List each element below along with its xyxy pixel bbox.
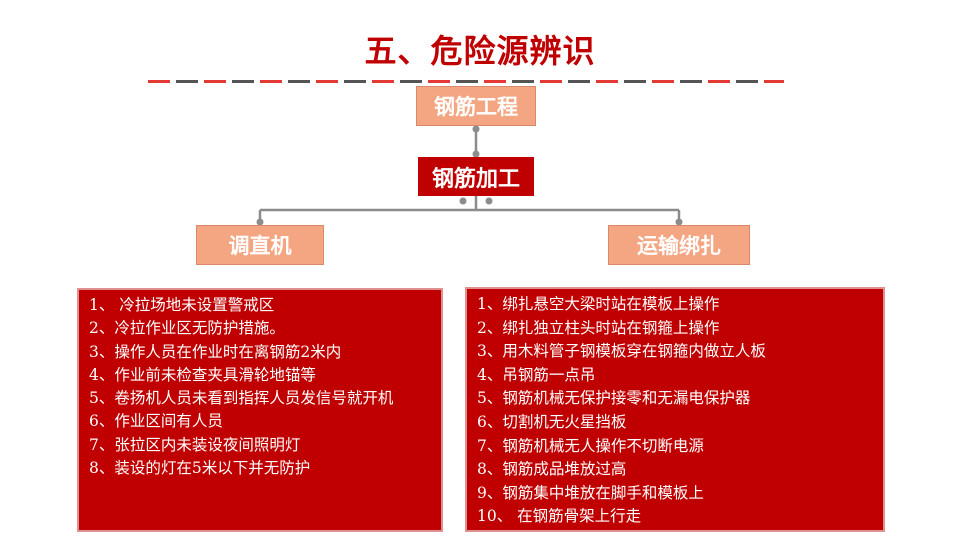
hazard-item: 7、钢筋机械无人操作不切断电源 (477, 436, 704, 455)
hazard-item: 3、用木料管子钢模板穿在钢箍内做立人板 (477, 342, 766, 361)
hazard-item: 5、钢筋机械无保护接零和无漏电保护器 (477, 389, 751, 408)
hazard-item: 6、作业区间有人员 (89, 412, 223, 431)
hazard-item: 7、张拉区内未装设夜间照明灯 (89, 435, 301, 454)
node-transport-binding: 运输绑扎 (608, 225, 750, 265)
hazard-item: 4、吊钢筋一点吊 (477, 365, 596, 384)
hazard-item: 5、卷扬机人员未看到指挥人员发信号就开机 (89, 389, 394, 408)
hazard-item: 8、钢筋成品堆放过高 (477, 460, 627, 479)
hazard-item: 1、绑扎悬空大梁时站在模板上操作 (477, 295, 720, 313)
title-divider (148, 80, 784, 83)
hazard-item: 10、 在钢筋骨架上行走 (477, 507, 642, 526)
hazard-item: 6、切割机无火星挡板 (477, 412, 627, 431)
hazard-list-straightening: 1、 冷拉场地未设置警戒区 2、冷拉作业区无防护措施。 3、操作人员在作业时在离… (77, 288, 443, 532)
node-steel-processing: 钢筋加工 (418, 157, 534, 196)
hazard-item: 8、装设的灯在5米以下并无防护 (89, 459, 311, 478)
hazard-item: 4、作业前未检查夹具滑轮地锚等 (89, 365, 316, 384)
hazard-item: 3、操作人员在作业时在离钢筋2米内 (89, 342, 342, 361)
hazard-item: 2、绑扎独立柱头时站在钢箍上操作 (477, 318, 720, 337)
hazard-item: 9、钢筋集中堆放在脚手和模板上 (477, 483, 704, 502)
hazard-item: 2、冷拉作业区无防护措施。 (89, 319, 285, 338)
node-straightening-machine: 调直机 (196, 225, 324, 265)
node-steel-works: 钢筋工程 (416, 86, 536, 126)
hazard-list-transport: 1、绑扎悬空大梁时站在模板上操作 2、绑扎独立柱头时站在钢箍上操作 3、用木料管… (465, 287, 885, 532)
page-title: 五、危险源辨识 (364, 32, 596, 70)
hazard-item: 1、 冷拉场地未设置警戒区 (89, 296, 275, 314)
